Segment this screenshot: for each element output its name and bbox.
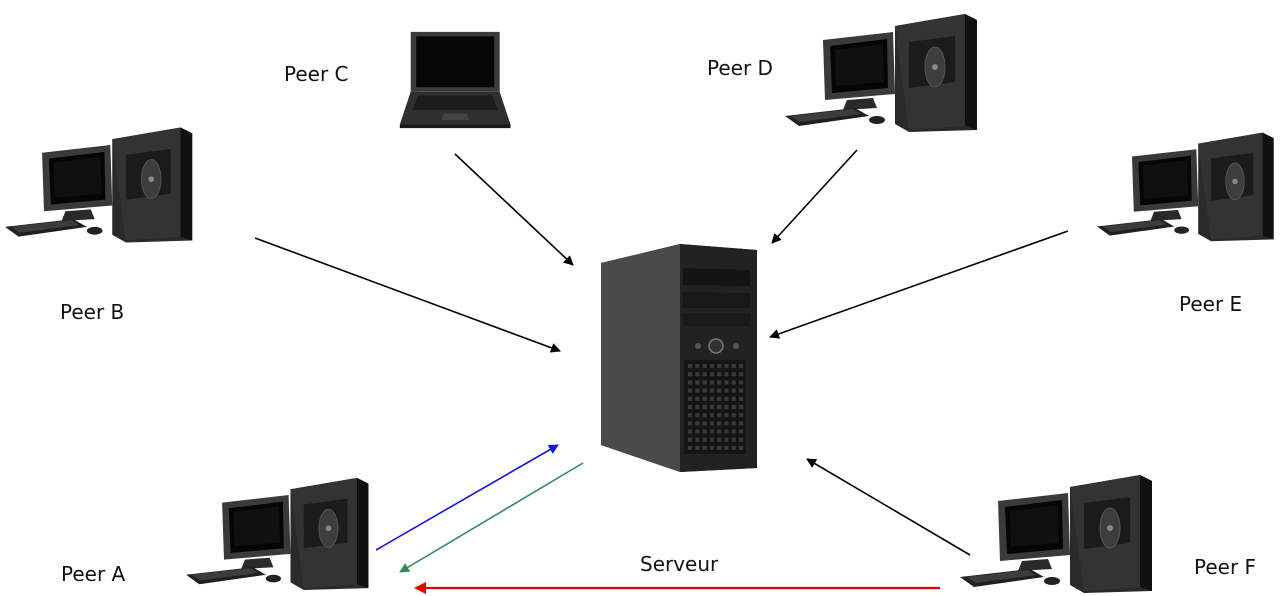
peer-a-computer-icon — [186, 477, 369, 591]
edge-peer-b-to-server — [254, 237, 561, 353]
peer-a-label: Peer A — [61, 562, 126, 586]
peer-d-computer-icon — [785, 13, 978, 133]
server-tower-icon — [601, 244, 757, 472]
peer-c-label: Peer C — [284, 62, 349, 86]
peer-f-label: Peer F — [1194, 555, 1257, 579]
edge-label-serveur: Serveur — [640, 552, 719, 576]
peer-e-label: Peer E — [1179, 292, 1243, 316]
edge-peer-f-to-server — [806, 458, 971, 556]
peer-b-label: Peer B — [60, 300, 125, 324]
edge-peer-c-to-server — [454, 153, 574, 266]
edge-peer-a-to-server — [375, 444, 559, 551]
peer-f-computer-icon — [960, 474, 1153, 594]
edge-peer-e-to-server — [769, 230, 1069, 339]
peer-e-computer-icon — [1097, 132, 1275, 242]
edge-peer-d-to-server — [771, 149, 858, 244]
edge-server-to-peer-a — [399, 462, 584, 573]
peer-d-label: Peer D — [707, 56, 773, 80]
peer-b-computer-icon — [5, 126, 193, 244]
peer-c-laptop-icon — [399, 31, 511, 129]
